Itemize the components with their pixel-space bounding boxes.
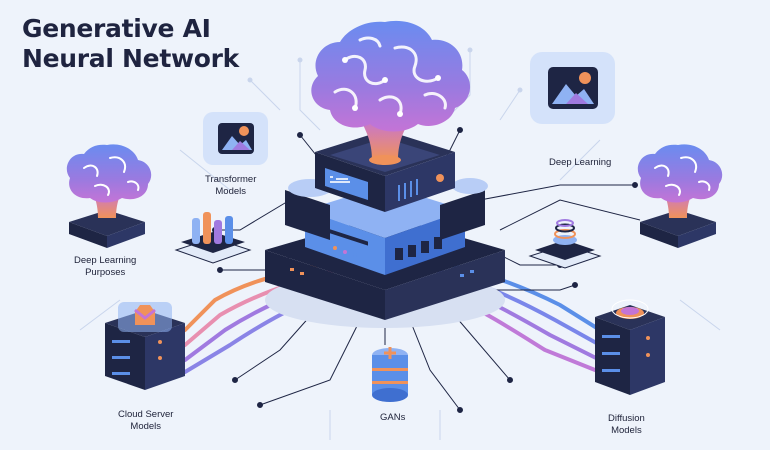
label-deep-learning-purposes: Deep Learning Purposes [74,255,136,279]
gans-database-icon [372,347,408,402]
label-diffusion-models: Diffusion Models [608,413,645,437]
label-gans: GANs [380,412,406,423]
main-server-stack [265,118,505,328]
label-transformer-line-2: Models [215,186,246,197]
diffusion-server-stack [595,299,665,395]
transformer-image-card [203,112,268,165]
label-dlp-line-1: Deep Learning [74,255,137,266]
image-card [530,52,615,124]
cloud-server-stack [105,302,185,390]
left-brain-node [66,144,152,248]
page-title: Generative AI Neural Network [22,14,239,74]
main-brain-icon [311,20,471,132]
label-cloud-line-2: Models [130,421,162,432]
title-line-2: Neural Network [22,44,240,73]
label-transformer-models: Transformer Models [205,174,256,198]
label-deep-learning: Deep Learning [549,157,612,168]
label-cloud-line-1: Cloud Server [118,409,174,420]
label-diffusion-line-2: Models [611,425,642,436]
label-dlp-line-2: Purposes [85,267,126,278]
coil-module [528,219,602,269]
label-transformer-line-1: Transformer [205,174,257,185]
label-diffusion-line-1: Diffusion [608,413,645,424]
title-line-1: Generative AI [22,14,211,43]
right-brain-node [637,144,723,248]
connector-lines [212,127,641,413]
label-cloud-server-models: Cloud Server Models [118,409,173,433]
circuit-background [79,47,721,440]
transformer-chip-module [174,212,252,264]
